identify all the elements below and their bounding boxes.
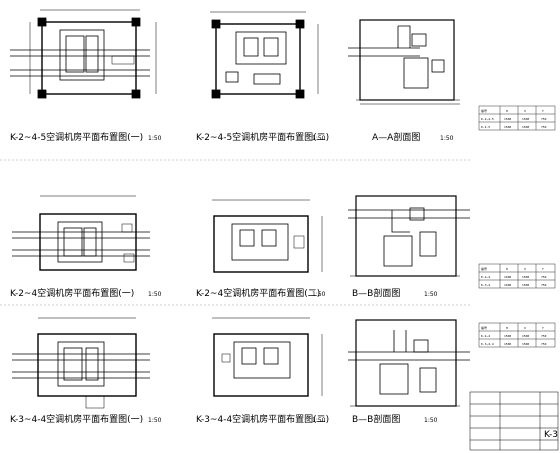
caption-top-left: K-2~4-5空调机房平面布置图(一)	[10, 131, 143, 143]
plan-k3-4-4-view-1	[12, 317, 150, 409]
plan-k2-4-5-view-1	[10, 9, 157, 99]
schedule-3-r1c2: 1500	[522, 334, 529, 338]
schedule-table-2	[478, 263, 556, 289]
schedule-1-r2c2: 1500	[522, 125, 529, 129]
schedule-1-h2: X	[524, 109, 526, 113]
section-b-b-2	[348, 319, 470, 407]
schedule-1-h0: 编号	[481, 108, 487, 113]
schedule-table-3	[478, 322, 556, 348]
schedule-2-h1: H	[506, 267, 508, 271]
schedule-2-r2c1: 1400	[504, 283, 511, 287]
schedule-2-r1c3: 750	[541, 275, 547, 279]
scale-bot-left: 1:50	[148, 417, 162, 424]
schedule-1-h3: Y	[542, 109, 544, 113]
schedule-3-r1c1: 1500	[504, 334, 511, 338]
schedule-2-r1c1: 1400	[504, 275, 511, 279]
schedule-1-h1: H	[506, 109, 508, 113]
schedule-table-1	[478, 105, 556, 131]
caption-mid-right: B—B剖面图	[352, 287, 400, 299]
title-block-sheet-number: K-3	[544, 430, 558, 440]
plan-k3-4-4-view-2	[212, 317, 323, 397]
caption-bot-mid: K-3~4-4空调机房平面布置图(二)	[196, 413, 329, 425]
section-a-a	[348, 19, 460, 105]
schedule-1-r1c0: K-2~4-5	[481, 117, 494, 121]
title-block	[469, 391, 559, 451]
schedule-3-h2: X	[524, 326, 526, 330]
schedule-1-r2c3: 750	[541, 125, 547, 129]
caption-bot-right: B—B剖面图	[352, 413, 400, 425]
schedule-2-r2c0: K-3~4	[481, 283, 490, 287]
schedule-1-r2c1: 1500	[504, 125, 511, 129]
caption-top-right: A—A剖面图	[372, 131, 420, 143]
schedule-3-r2c2: 1500	[522, 342, 529, 346]
schedule-3-r2c1: 1500	[504, 342, 511, 346]
schedule-2-h0: 编号	[481, 266, 487, 271]
caption-mid-mid: K-2~4空调机房平面布置图(二)	[196, 287, 320, 299]
schedule-1-text: 编号 H X Y K-2~4-5 1500 1500 750 K-4-5 150…	[481, 108, 547, 129]
schedule-2-r2c3: 750	[541, 283, 547, 287]
scale-mid-left: 1:50	[148, 291, 162, 298]
scale-mid-right: 1:50	[424, 291, 438, 298]
plan-k2-4-view-1	[12, 195, 150, 271]
schedule-2-r1c0: K-2~4	[481, 275, 490, 279]
schedule-2-text: 编号 H X Y K-2~4 1400 1500 750 K-3~4 1400 …	[481, 266, 547, 287]
schedule-2-h3: Y	[542, 267, 544, 271]
schedule-3-r2c0: K-3~4-4	[481, 342, 494, 346]
schedule-3-r2c3: 750	[541, 342, 547, 346]
caption-bot-left: K-3~4-4空调机房平面布置图(一)	[10, 413, 143, 425]
caption-mid-left: K-2~4空调机房平面布置图(一)	[10, 287, 134, 299]
scale-top-mid: 1:50	[312, 135, 326, 142]
schedule-3-r1c3: 750	[541, 334, 547, 338]
schedule-3-h0: 编号	[481, 325, 487, 330]
plan-k2-4-view-2	[212, 199, 323, 273]
plan-k2-4-5-view-2	[210, 11, 319, 99]
scale-bot-mid: 1:50	[312, 417, 326, 424]
schedule-3-r1c0: K-2~4	[481, 334, 490, 338]
schedule-2-h2: X	[524, 267, 526, 271]
scale-bot-right: 1:50	[424, 417, 438, 424]
section-b-b-1	[348, 195, 470, 277]
schedule-1-r1c1: 1500	[504, 117, 511, 121]
caption-top-mid: K-2~4-5空调机房平面布置图(二)	[196, 131, 329, 143]
schedule-3-h3: Y	[542, 326, 544, 330]
schedule-1-r2c0: K-4-5	[481, 125, 490, 129]
schedule-2-r2c2: 1500	[522, 283, 529, 287]
scale-top-right: 1:50	[440, 135, 454, 142]
schedule-1-r1c3: 750	[541, 117, 547, 121]
schedule-3-h1: H	[506, 326, 508, 330]
schedule-2-r1c2: 1500	[522, 275, 529, 279]
schedule-1-r1c2: 1500	[522, 117, 529, 121]
scale-top-left: 1:50	[148, 135, 162, 142]
scale-mid-mid: 1:50	[312, 291, 326, 298]
schedule-3-text: 编号 H X Y K-2~4 1500 1500 750 K-3~4-4 150…	[481, 325, 547, 346]
